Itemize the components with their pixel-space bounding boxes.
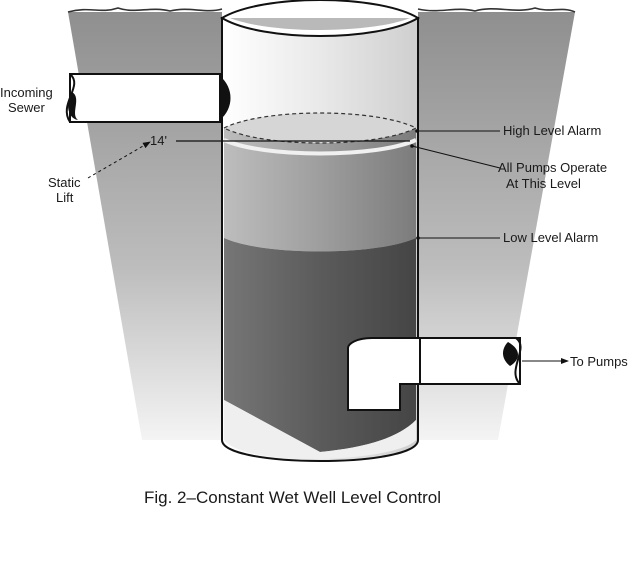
incoming-sewer-label-2: Sewer: [8, 100, 46, 115]
depth-label: 14': [150, 133, 167, 148]
outlet-pipe: [347, 337, 522, 411]
to-pumps-label: To Pumps: [570, 354, 628, 369]
leader-lines: [87, 129, 569, 364]
water-upper-band: [222, 112, 418, 252]
figure-caption: Fig. 2–Constant Wet Well Level Control: [144, 488, 441, 507]
static-lift-label-2: Lift: [56, 190, 74, 205]
soil-right: [417, 7, 576, 440]
high-level-alarm-label: High Level Alarm: [503, 123, 601, 138]
incoming-sewer-label-1: Incoming: [0, 85, 53, 100]
low-level-alarm-label: Low Level Alarm: [503, 230, 598, 245]
soil-left: [67, 7, 223, 440]
all-pumps-label-2: At This Level: [506, 176, 581, 191]
static-lift-label-1: Static: [48, 175, 81, 190]
all-pumps-label-1: All Pumps Operate: [498, 160, 607, 175]
incoming-sewer-pipe: [65, 73, 231, 123]
